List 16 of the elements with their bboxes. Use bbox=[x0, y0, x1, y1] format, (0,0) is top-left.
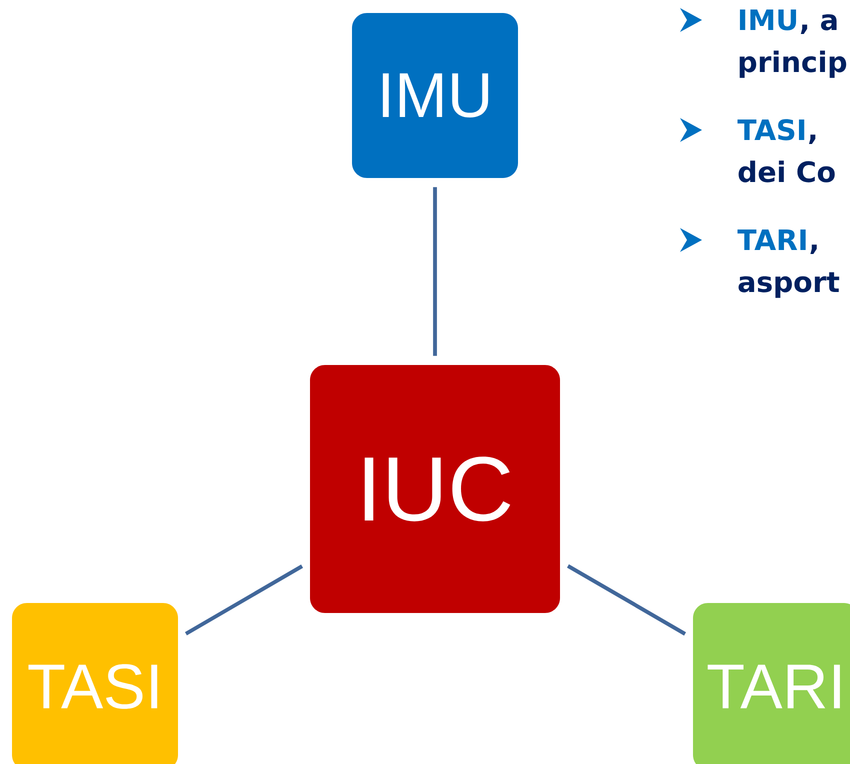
tax-box: IMU bbox=[352, 13, 518, 178]
bullet-text: , bbox=[809, 134, 816, 144]
bullet-term: TASI bbox=[738, 119, 804, 140]
bullet-text: , a bbox=[800, 14, 837, 34]
bullet-term: TARI bbox=[738, 230, 806, 250]
bullet-text: princip bbox=[740, 50, 846, 78]
bullet-term: IMU bbox=[740, 10, 796, 30]
bullet-text: , bbox=[810, 244, 817, 254]
tax-box: TARI bbox=[693, 603, 850, 764]
tax-box: TASI bbox=[12, 603, 178, 764]
tax-box: IUC bbox=[310, 365, 560, 613]
connector-line bbox=[566, 564, 686, 636]
connector-line bbox=[184, 564, 304, 636]
bullet-text: asport bbox=[738, 272, 840, 298]
bullet-text: dei Co bbox=[738, 160, 835, 182]
connector-line bbox=[433, 187, 437, 356]
